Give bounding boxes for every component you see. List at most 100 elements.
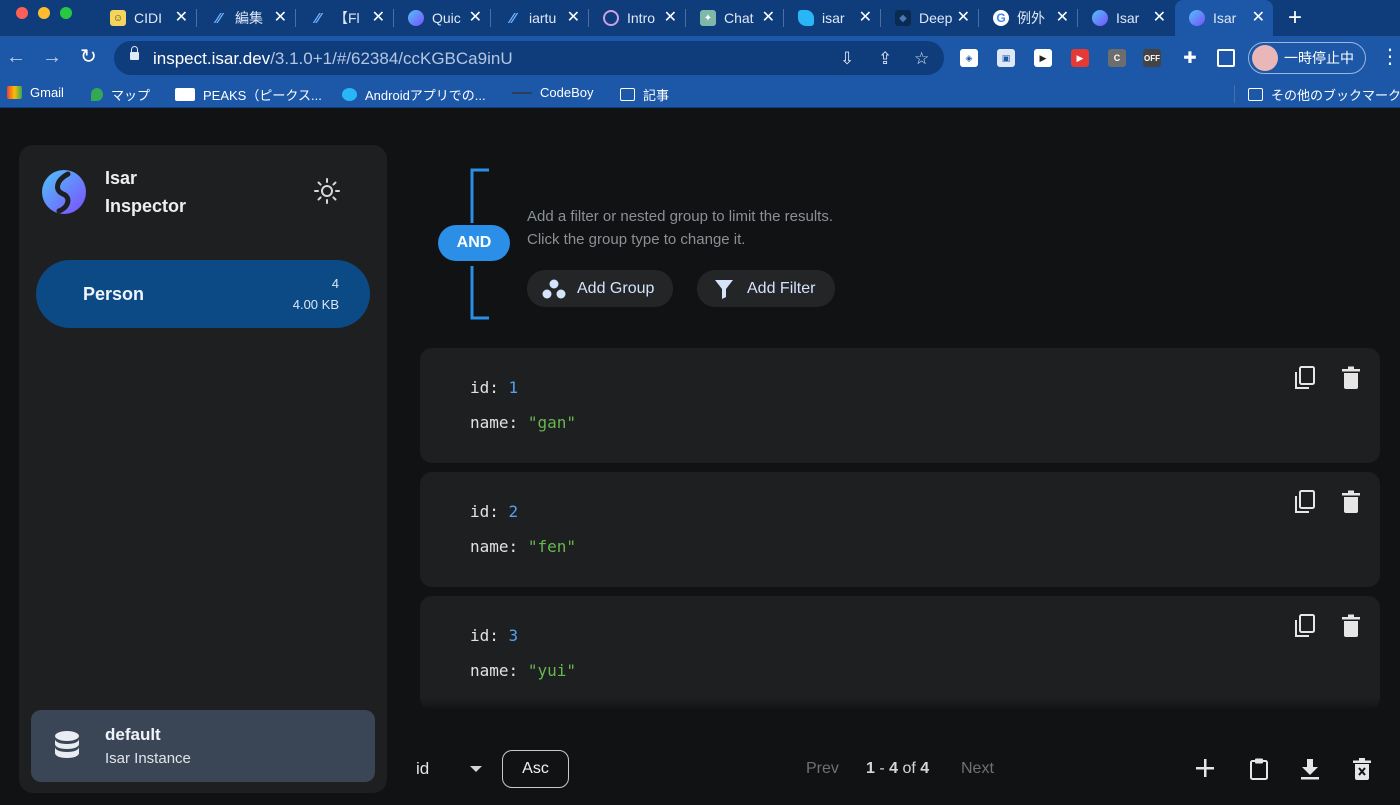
new-tab-button[interactable]: + (1288, 4, 1303, 31)
isar-icon (1189, 10, 1205, 26)
close-tab-icon[interactable]: ✕ (566, 9, 580, 26)
url-text[interactable]: inspect.isar.dev/3.1.0+1/#/62384/ccKGBCa… (153, 49, 513, 69)
bookmark-label: Gmail (30, 85, 64, 100)
address-bar[interactable]: inspect.isar.dev/3.1.0+1/#/62384/ccKGBCa… (114, 41, 944, 75)
browser-tab[interactable]: ⁄⁄ iartu ✕ (491, 0, 588, 36)
browser-tab[interactable]: Quic ✕ (394, 0, 490, 36)
add-record-icon[interactable] (1195, 758, 1215, 778)
browser-tab[interactable]: ⁄⁄ 編集 ✕ (197, 0, 295, 36)
close-tab-icon[interactable]: ✕ (174, 9, 188, 26)
c-extension-icon[interactable]: C (1108, 49, 1126, 67)
range-end: 4 (889, 760, 899, 777)
browser-tab[interactable]: ☺ CIDI ✕ (96, 0, 196, 36)
record-card: id: 3 name: "yui" (420, 596, 1380, 710)
id-value[interactable]: 2 (508, 502, 519, 521)
collection-item-person[interactable]: Person 4 4.00 KB (36, 260, 370, 328)
save-extension-icon[interactable]: ▣ (997, 49, 1015, 67)
delete-icon[interactable] (1341, 366, 1361, 390)
tab-title: Isar (1116, 10, 1140, 26)
red-extension-icon[interactable]: ▶ (1071, 49, 1089, 67)
group-type-and-button[interactable]: AND (438, 225, 510, 261)
browser-tab[interactable]: ✦ Chat ✕ (686, 0, 783, 36)
collection-name: Person (83, 284, 145, 304)
close-tab-icon[interactable]: ✕ (1152, 9, 1166, 26)
browser-tab[interactable]: isar ✕ (784, 0, 880, 36)
dart-icon (798, 10, 814, 26)
sidebar: Isar Inspector Person 4 4.00 KB default (19, 145, 387, 793)
bookmarks-bar: Gmail マップ PEAKS（ピークス... Androidアプリでの... … (0, 80, 1400, 108)
name-value[interactable]: "fen" (527, 537, 576, 556)
off-extension-icon[interactable]: OFF (1143, 49, 1161, 67)
profile-button[interactable]: 一時停止中 (1248, 42, 1366, 74)
field-key: name: (470, 413, 519, 432)
copy-icon[interactable] (1294, 490, 1316, 514)
close-tab-icon[interactable]: ✕ (468, 9, 482, 26)
add-filter-button[interactable]: Add Filter (697, 270, 835, 307)
prev-page-button[interactable]: Prev (806, 760, 839, 777)
bookmark-codeboy[interactable]: CodeBoy (512, 85, 593, 100)
menu-kebab-icon[interactable]: ⋮ (1380, 46, 1400, 68)
forward-arrow-icon[interactable]: → (42, 46, 62, 68)
close-tab-icon[interactable]: ✕ (663, 9, 677, 26)
record-card: id: 2 name: "fen" (420, 472, 1380, 587)
id-value[interactable]: 1 (508, 378, 519, 397)
tab-title: 編集 (235, 10, 263, 26)
filter-hint-line-1: Add a filter or nested group to limit th… (527, 208, 833, 225)
lock-icon (130, 46, 139, 60)
bookmark-star-icon[interactable]: ☆ (914, 49, 930, 68)
record-name-line: name: "yui" (470, 661, 576, 680)
next-page-button[interactable]: Next (961, 760, 994, 777)
instance-subtitle: Isar Instance (105, 750, 191, 767)
close-tab-icon[interactable]: ✕ (1055, 9, 1069, 26)
browser-tab[interactable]: Isar ✕ (1078, 0, 1174, 36)
bookmark-peaks[interactable]: PEAKS（ピークス... (175, 85, 322, 104)
id-value[interactable]: 3 (508, 626, 519, 645)
minimize-window-button[interactable] (38, 7, 50, 19)
close-tab-icon[interactable]: ✕ (956, 9, 970, 26)
film-extension-icon[interactable]: ▶ (1034, 49, 1052, 67)
close-tab-icon[interactable]: ✕ (858, 9, 872, 26)
close-tab-icon[interactable]: ✕ (371, 9, 385, 26)
share-icon[interactable]: ⇪ (878, 49, 893, 68)
maximize-window-button[interactable] (60, 7, 72, 19)
side-panel-icon[interactable] (1217, 49, 1235, 67)
collection-count: 4 (331, 276, 339, 291)
bookmark-gmail[interactable]: Gmail (7, 85, 64, 100)
close-window-button[interactable] (16, 7, 28, 19)
copy-icon[interactable] (1294, 614, 1316, 638)
extension-dark-icon[interactable]: ◈ (960, 49, 978, 67)
browser-tab[interactable]: G 例外 ✕ (979, 0, 1077, 36)
bookmark-folder-articles[interactable]: 記事 (620, 85, 669, 104)
filter-hint-line-2: Click the group type to change it. (527, 231, 746, 248)
browser-tab[interactable]: ⁄⁄ 【Fl ✕ (296, 0, 393, 36)
record-name-line: name: "gan" (470, 413, 576, 432)
filter-hint: Add a filter or nested group to limit th… (527, 205, 833, 251)
sort-field-dropdown-icon[interactable] (470, 766, 482, 772)
paste-clipboard-icon[interactable] (1249, 758, 1269, 780)
close-tab-icon[interactable]: ✕ (273, 9, 287, 26)
instance-selector[interactable]: default Isar Instance (31, 710, 375, 782)
download-icon[interactable] (1300, 758, 1320, 780)
theme-toggle-sun-icon[interactable] (313, 177, 341, 205)
other-bookmarks-folder[interactable]: その他のブックマーク (1248, 85, 1400, 104)
reload-icon[interactable]: ↻ (80, 46, 97, 68)
add-group-button[interactable]: Add Group (527, 270, 673, 307)
install-app-icon[interactable]: ⇩ (840, 49, 855, 68)
bookmark-android[interactable]: Androidアプリでの... (342, 85, 486, 104)
clear-all-icon[interactable] (1352, 758, 1372, 780)
name-value[interactable]: "yui" (527, 661, 576, 680)
sort-field-select[interactable]: id (416, 759, 430, 778)
puzzle-extensions-icon[interactable]: ✚ (1183, 50, 1197, 67)
browser-tab[interactable]: ◆ Deep ✕ (881, 0, 978, 36)
name-value[interactable]: "gan" (527, 413, 576, 432)
close-tab-icon[interactable]: ✕ (1251, 9, 1265, 26)
sort-order-button[interactable]: Asc (502, 750, 569, 788)
close-tab-icon[interactable]: ✕ (761, 9, 775, 26)
browser-tab[interactable]: Intro ✕ (589, 0, 685, 36)
browser-tab-active[interactable]: Isar ✕ (1175, 0, 1273, 36)
delete-icon[interactable] (1341, 490, 1361, 514)
bookmark-maps[interactable]: マップ (91, 85, 150, 104)
delete-icon[interactable] (1341, 614, 1361, 638)
back-arrow-icon[interactable]: ← (6, 46, 26, 68)
copy-icon[interactable] (1294, 366, 1316, 390)
